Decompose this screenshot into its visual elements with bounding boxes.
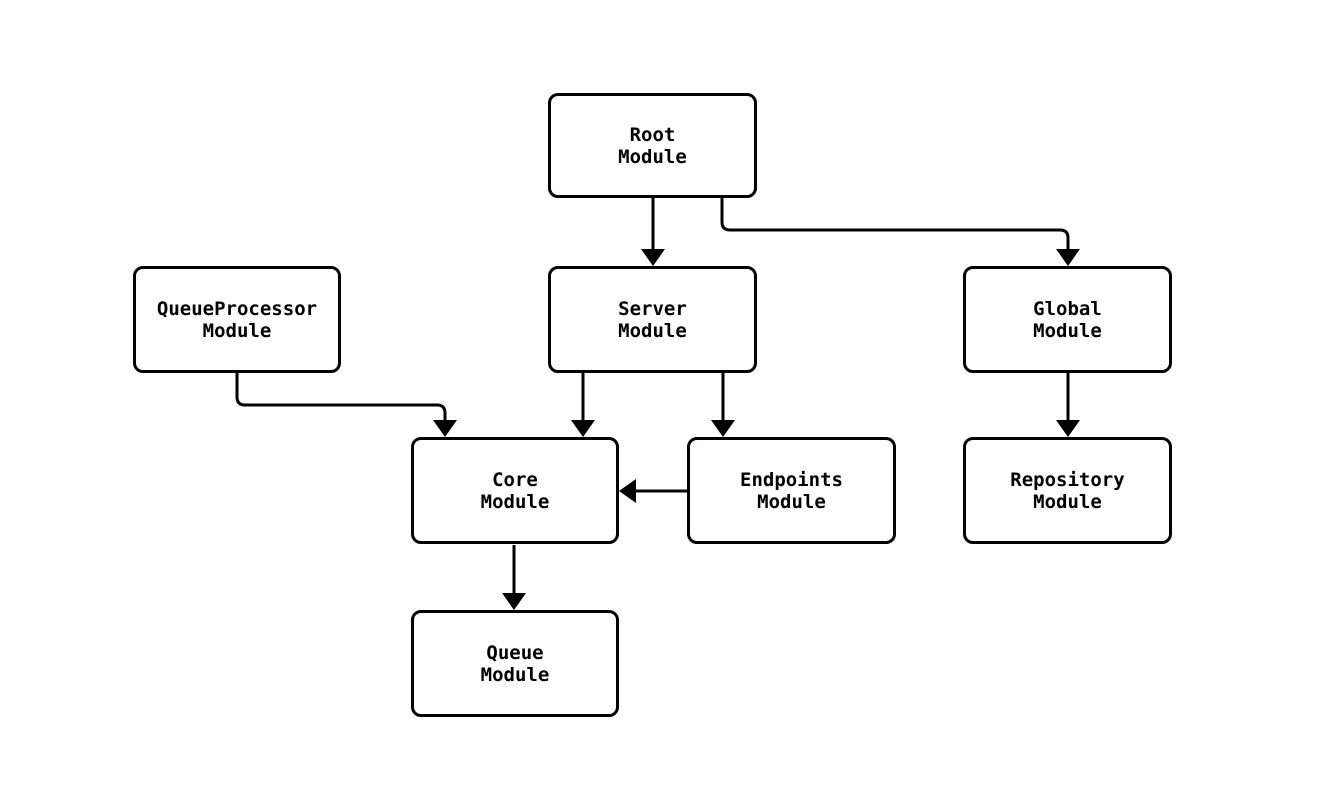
node-label-line: Queue xyxy=(486,641,544,664)
arrowhead-icon xyxy=(619,479,636,503)
arrowhead-icon xyxy=(711,420,735,437)
node-label-line: Endpoints xyxy=(740,468,843,491)
node-label-line: Module xyxy=(618,319,687,342)
node-label-line: Module xyxy=(1033,319,1102,342)
arrowhead-icon xyxy=(1056,420,1080,437)
node-label-line: QueueProcessor xyxy=(156,297,318,320)
arrowhead-icon xyxy=(641,249,665,266)
arrowhead-icon xyxy=(433,420,457,437)
arrowhead-icon xyxy=(571,420,595,437)
node-label-line: Module xyxy=(618,145,687,168)
edge-server-to-endpoints xyxy=(711,373,735,437)
edge-queueprocessor-to-core xyxy=(235,373,457,437)
node-label-line: Module xyxy=(757,490,826,513)
node-label-line: Core xyxy=(492,468,538,491)
node-label-line: Module xyxy=(1033,490,1102,513)
arrowhead-icon xyxy=(1056,249,1080,266)
node-label-line: Module xyxy=(480,663,550,686)
edge-root-to-server xyxy=(641,198,665,266)
edge-server-to-core xyxy=(571,373,595,437)
edge-endpoints-to-core xyxy=(619,479,687,503)
edge-core-to-queue xyxy=(502,545,526,610)
node-label-line: Module xyxy=(202,319,272,342)
node-label-line: Root xyxy=(629,123,676,146)
node-label-line: Server xyxy=(618,297,687,320)
edge-global-to-repository xyxy=(1056,373,1080,437)
node-label-line: Repository xyxy=(1010,468,1125,491)
node-label-line: Module xyxy=(480,490,550,513)
edge-root-to-global xyxy=(720,198,1080,266)
arrowhead-icon xyxy=(502,593,526,610)
node-label-line: Global xyxy=(1033,297,1102,320)
